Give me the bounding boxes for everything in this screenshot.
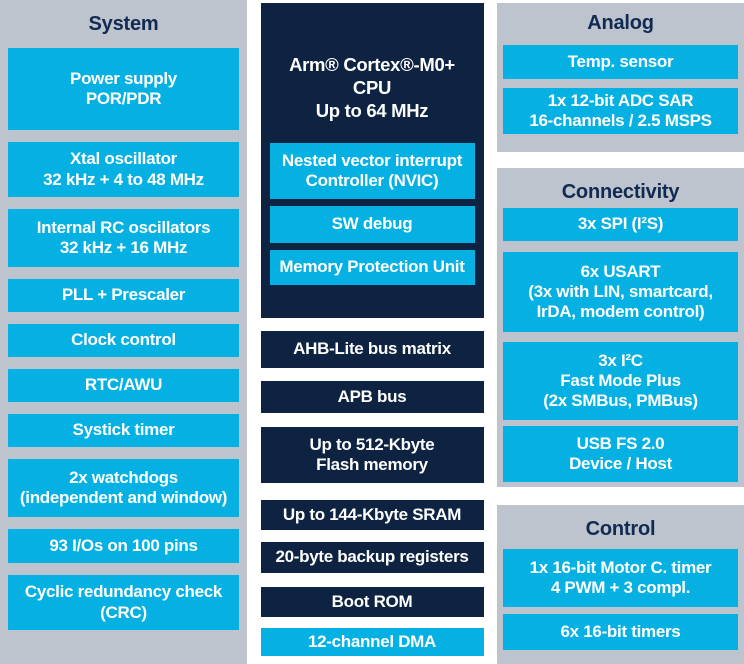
connectivity-title: Connectivity — [561, 181, 680, 203]
block-apb-bus: APB bus — [260, 381, 484, 413]
block-motor-timer: 1x 16-bit Motor C. timer 4 PWM + 3 compl… — [503, 549, 738, 607]
cpu-block: Arm® Cortex®-M0+ CPU Up to 64 MHz Nested… — [260, 3, 484, 318]
section-control: Control 1x 16-bit Motor C. timer 4 PWM +… — [497, 505, 744, 664]
block-watchdogs: 2x watchdogs (independent and window) — [8, 459, 239, 517]
block-i2c: 3x I²C Fast Mode Plus (2x SMBus, PMBus) — [503, 342, 738, 420]
block-adc: 1x 12-bit ADC SAR 16-channels / 2.5 MSPS — [503, 88, 738, 134]
section-analog: Analog Temp. sensor 1x 12-bit ADC SAR 16… — [497, 3, 744, 152]
block-backup-registers: 20-byte backup registers — [260, 542, 484, 573]
block-flash-memory: Up to 512-Kbyte Flash memory — [260, 427, 484, 483]
block-boot-rom: Boot ROM — [260, 587, 484, 617]
system-title: System — [88, 13, 159, 35]
section-system: System Power supply POR/PDR Xtal oscilla… — [0, 0, 247, 664]
block-ios-pins: 93 I/Os on 100 pins — [8, 529, 239, 563]
system-block-list: Power supply POR/PDR Xtal oscillator 32 … — [8, 48, 239, 630]
block-usb: USB FS 2.0 Device / Host — [503, 426, 738, 482]
right-column: Analog Temp. sensor 1x 12-bit ADC SAR 16… — [497, 3, 744, 664]
block-usart: 6x USART (3x with LIN, smartcard, IrDA, … — [503, 252, 738, 332]
block-temp-sensor: Temp. sensor — [503, 45, 738, 79]
control-title: Control — [585, 518, 656, 540]
block-dma: 12-channel DMA — [260, 628, 484, 656]
block-nvic: Nested vector interrupt Controller (NVIC… — [269, 143, 475, 199]
block-power-supply: Power supply POR/PDR — [8, 48, 239, 130]
block-memory-protection-unit: Memory Protection Unit — [269, 250, 475, 285]
block-crc: Cyclic redundancy check (CRC) — [8, 575, 239, 630]
cpu-sub-block-list: Nested vector interrupt Controller (NVIC… — [269, 143, 475, 285]
analog-title: Analog — [587, 12, 654, 34]
section-connectivity: Connectivity 3x SPI (I²S) 6x USART (3x w… — [497, 168, 744, 487]
block-systick-timer: Systick timer — [8, 414, 239, 447]
block-internal-rc-oscillators: Internal RC oscillators 32 kHz + 16 MHz — [8, 209, 239, 267]
block-spi: 3x SPI (I²S) — [503, 208, 738, 241]
cpu-title: Arm® Cortex®-M0+ CPU Up to 64 MHz — [289, 54, 455, 121]
block-pll-prescaler: PLL + Prescaler — [8, 279, 239, 312]
block-xtal-oscillator: Xtal oscillator 32 kHz + 4 to 48 MHz — [8, 142, 239, 197]
block-clock-control: Clock control — [8, 324, 239, 357]
block-rtc-awu: RTC/AWU — [8, 369, 239, 402]
block-16bit-timers: 6x 16-bit timers — [503, 614, 738, 650]
block-sram: Up to 144-Kbyte SRAM — [260, 500, 484, 530]
section-core-memory: Arm® Cortex®-M0+ CPU Up to 64 MHz Nested… — [260, 3, 484, 664]
block-sw-debug: SW debug — [269, 206, 475, 243]
block-ahb-bus-matrix: AHB-Lite bus matrix — [260, 331, 484, 368]
